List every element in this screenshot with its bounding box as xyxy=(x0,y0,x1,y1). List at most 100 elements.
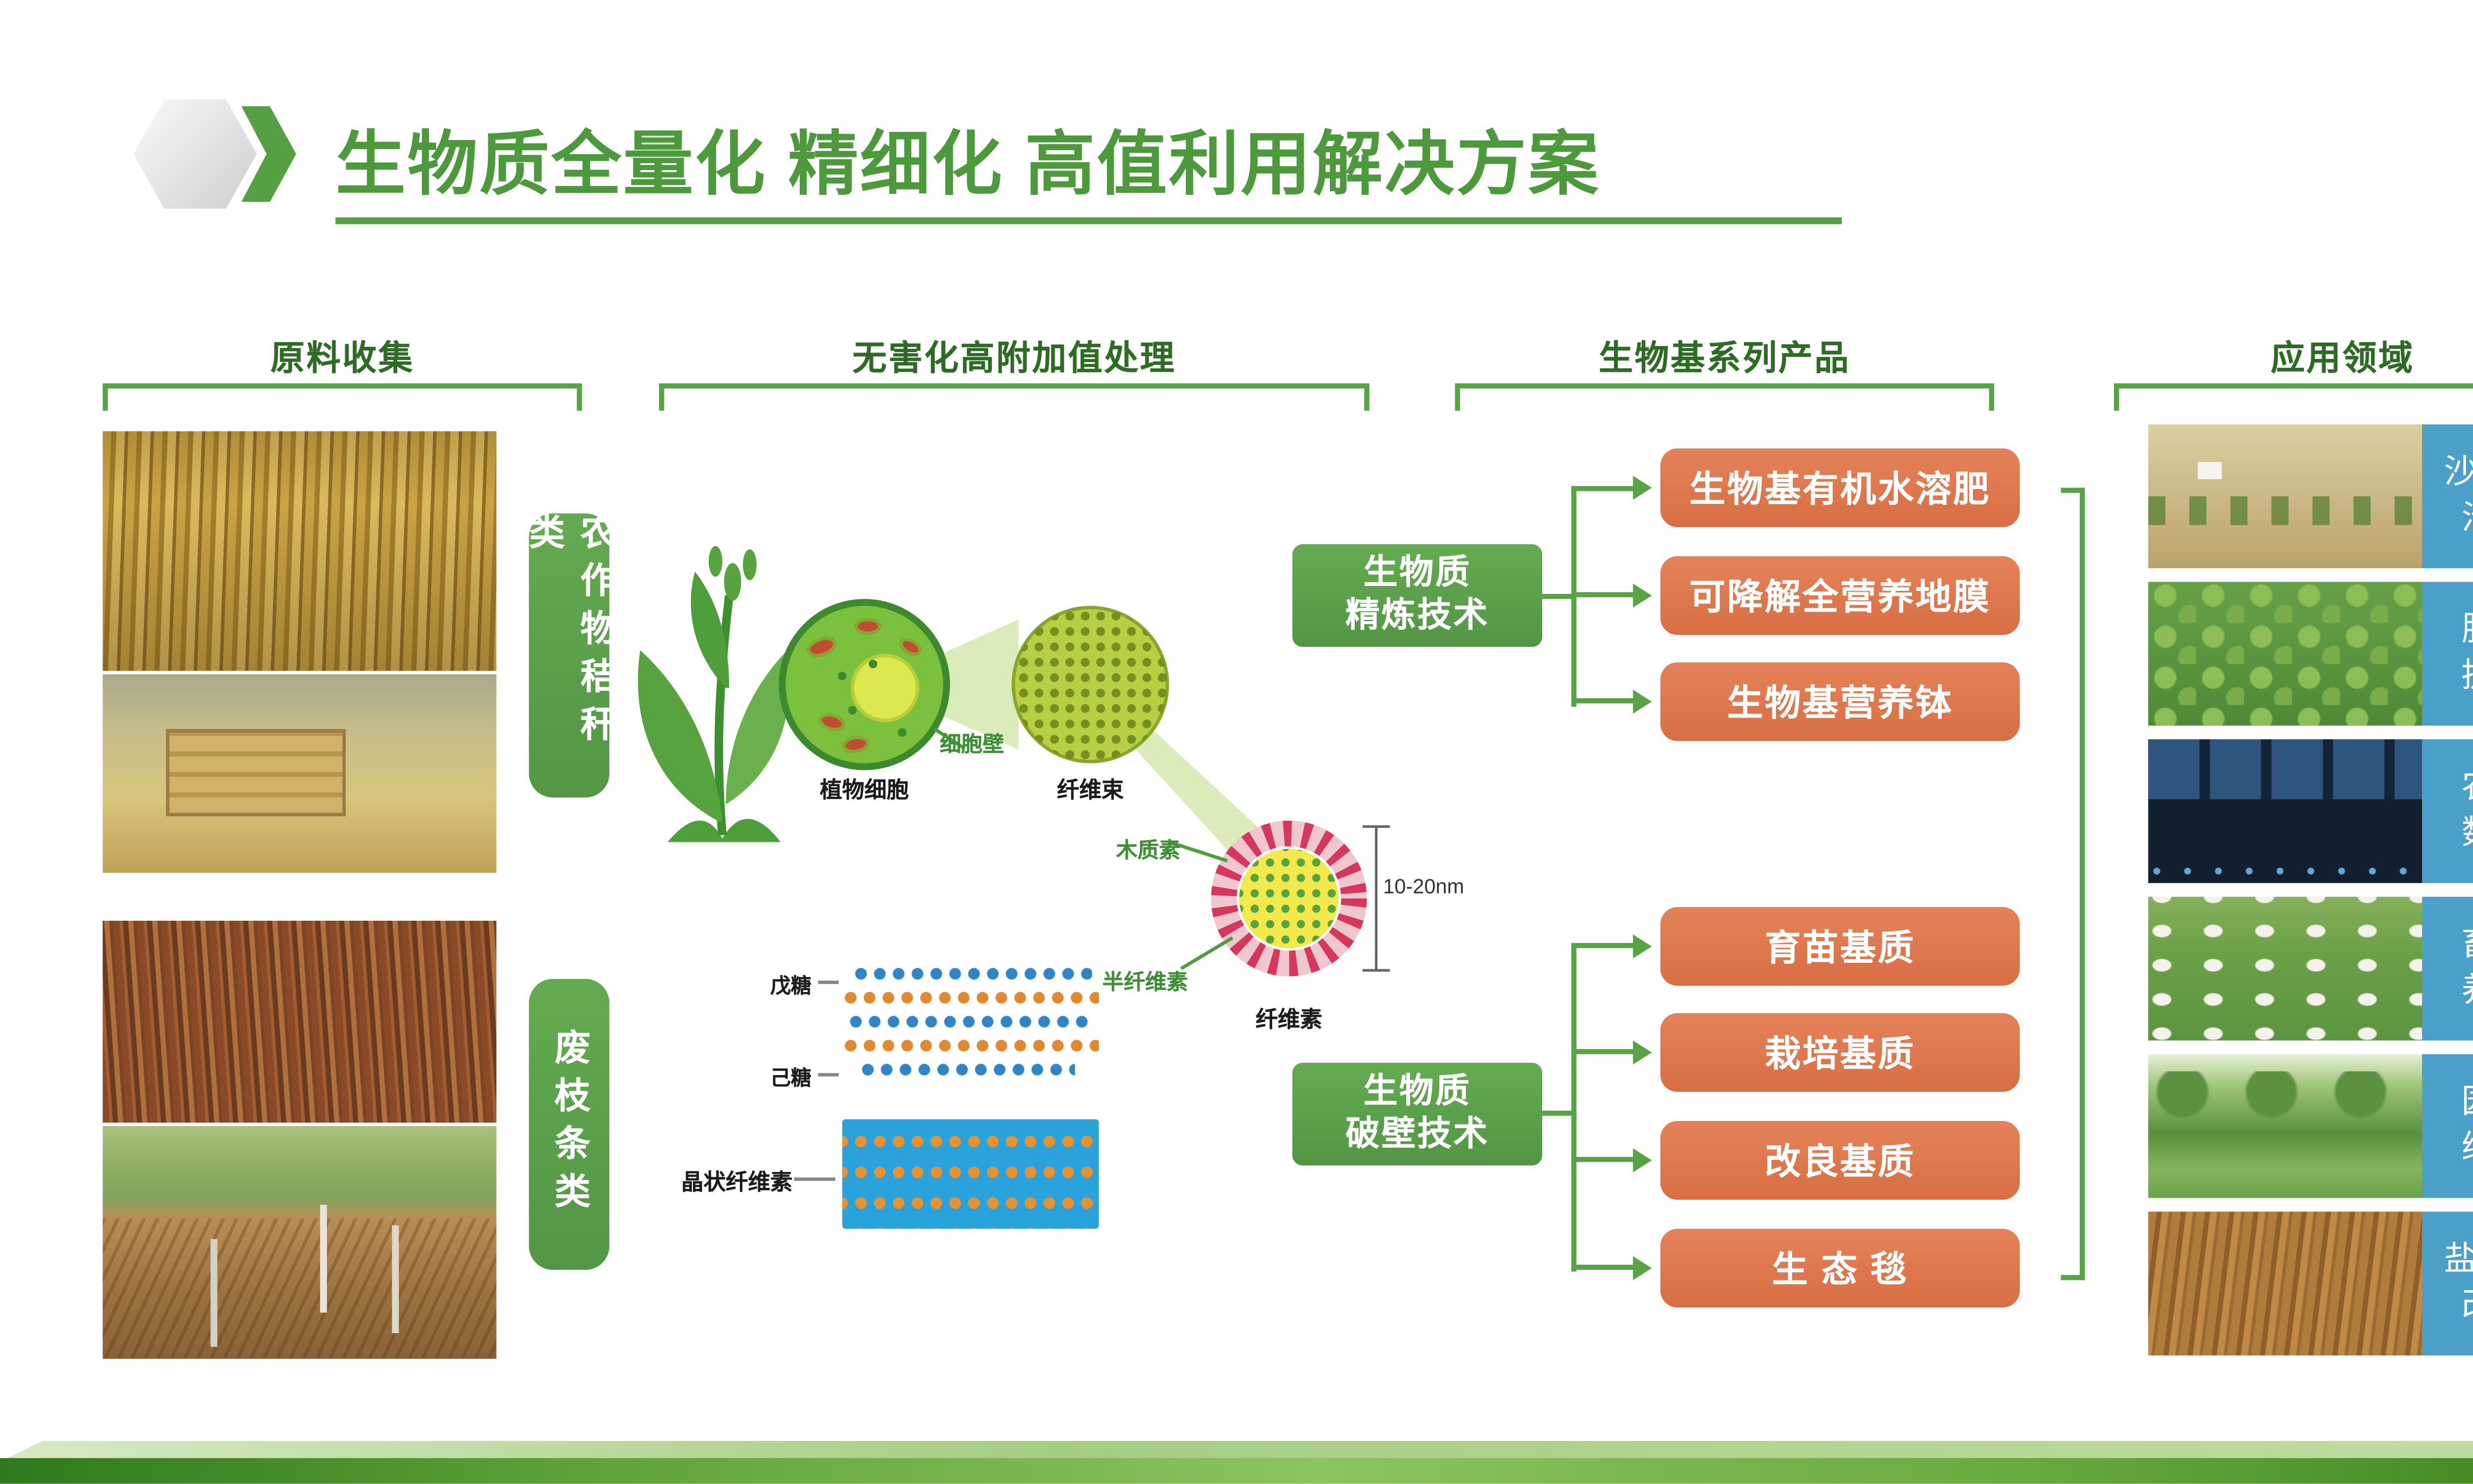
application-label-line1: 农业 xyxy=(2462,764,2473,811)
application-row-agridata: 农业 数据 xyxy=(2148,739,2473,883)
label-crop-straw-category: 农作物秸秆类 xyxy=(525,513,615,798)
application-label-line1: 盐碱地 xyxy=(2444,1237,2473,1283)
application-label-line2: 绿化 xyxy=(2462,1126,2473,1172)
connector-line xyxy=(1571,1264,1637,1270)
label-diameter: 10-20nm xyxy=(1383,874,1465,899)
tech-wall-breaking-line2: 破壁技术 xyxy=(1345,1116,1489,1154)
arrowhead-icon xyxy=(1633,584,1652,608)
application-label-line2: 提升 xyxy=(2462,654,2473,700)
connector-line xyxy=(1571,1049,1637,1054)
arrowhead-icon xyxy=(1633,476,1652,500)
connector-line xyxy=(2079,488,2085,1280)
pointer-crystalline xyxy=(794,1177,835,1181)
application-label-line2: 改良 xyxy=(2462,1284,2473,1330)
photo-waste-branches xyxy=(102,920,497,1123)
cellulose-illustration xyxy=(1168,820,1390,977)
application-row-saline-soil: 盐碱地 改良 xyxy=(2148,1212,2473,1355)
arrowhead-icon xyxy=(1633,689,1652,714)
arrowhead-icon xyxy=(1633,1040,1652,1065)
application-row-livestock: 畜牧 养殖 xyxy=(2148,897,2473,1041)
application-label: 园林 绿化 xyxy=(2422,1054,2473,1198)
connector-line xyxy=(2061,488,2085,493)
product-seedling-substrate: 育苗基质 xyxy=(1660,907,2020,986)
tech-box-refining: 生物质 精炼技术 xyxy=(1292,544,1543,647)
title-underline xyxy=(335,217,1842,225)
connector-line xyxy=(1571,592,1637,597)
photo-straw-bales xyxy=(102,674,497,873)
tech-box-wall-breaking: 生物质 破壁技术 xyxy=(1292,1063,1543,1166)
tech-refining-line2: 精炼技术 xyxy=(1345,597,1489,635)
arrowhead-icon xyxy=(1633,934,1652,959)
application-label: 农业 数据 xyxy=(2422,739,2473,883)
application-label-line1: 肥力 xyxy=(2462,607,2473,654)
application-row-landscaping: 园林 绿化 xyxy=(2148,1054,2473,1198)
photo-agriculture-data xyxy=(2148,739,2423,883)
arrowhead-icon xyxy=(1633,1148,1652,1172)
page-title: 生物质全量化 精细化 高值利用解决方案 xyxy=(335,125,1601,204)
beam-fiber-to-cellulose xyxy=(1126,729,1267,859)
application-label-line1: 畜牧 xyxy=(2462,922,2473,968)
beam-cell-to-fiber xyxy=(941,619,1019,750)
connector-line xyxy=(1571,1157,1637,1162)
application-label-line2: 养殖 xyxy=(2462,969,2473,1015)
hexagon-icon xyxy=(133,99,257,209)
label-crystalline-cellulose: 晶状纤维素 xyxy=(681,1169,793,1195)
product-water-soluble-fertilizer: 生物基有机水溶肥 xyxy=(1660,448,2020,527)
plant-cell-illustration xyxy=(779,599,965,770)
fiber-bundle-illustration xyxy=(1011,606,1169,764)
bracket-products xyxy=(1455,383,1994,411)
crystalline-cellulose-diagram xyxy=(842,1119,1099,1229)
connector-line xyxy=(2061,1275,2085,1280)
label-plant-cell: 植物细胞 xyxy=(820,777,909,803)
connector-line xyxy=(1542,593,1577,599)
application-label: 肥力 提升 xyxy=(2422,582,2473,726)
section-title-applications: 应用领域 xyxy=(2270,340,2415,378)
process-diagram xyxy=(638,545,1390,977)
sugar-chain-diagram xyxy=(842,965,1102,1085)
pointer-pentose xyxy=(818,981,839,984)
connector-line xyxy=(1571,698,1637,704)
connector-line xyxy=(1542,1111,1577,1116)
application-row-desert: 沙漠化 治理 xyxy=(2148,424,2473,568)
photo-vineyard-branches xyxy=(102,1126,497,1359)
photo-livestock-breeding xyxy=(2148,897,2423,1041)
label-hemicellulose: 半纤维素 xyxy=(1102,970,1188,994)
application-label: 盐碱地 改良 xyxy=(2422,1212,2473,1355)
product-cultivation-substrate: 栽培基质 xyxy=(1660,1013,2020,1092)
tech-refining-line1: 生物质 xyxy=(1363,554,1471,592)
bracket-processing xyxy=(659,383,1370,411)
photo-landscape-greening xyxy=(2148,1054,2423,1198)
bracket-collection xyxy=(102,383,582,411)
arrowhead-icon xyxy=(1633,1256,1652,1280)
product-nutrient-bowl: 生物基营养钵 xyxy=(1660,662,2020,741)
product-ecological-blanket: 生 态 毯 xyxy=(1660,1228,2020,1308)
product-degradable-mulch-film: 可降解全营养地膜 xyxy=(1660,556,2020,635)
product-improvement-substrate: 改良基质 xyxy=(1660,1121,2020,1200)
label-lignin: 木质素 xyxy=(1116,838,1181,863)
application-label: 沙漠化 治理 xyxy=(2422,424,2473,568)
photo-desertification-control xyxy=(2148,424,2423,568)
application-label-line2: 治理 xyxy=(2462,496,2473,543)
application-label-line1: 园林 xyxy=(2462,1079,2473,1126)
photo-fertility-improvement xyxy=(2148,582,2423,726)
label-hexose: 己糖 xyxy=(770,1066,812,1090)
label-cell-wall: 细胞壁 xyxy=(939,732,1004,757)
label-cellulose: 纤维素 xyxy=(1255,1006,1323,1032)
connector-line xyxy=(1571,943,1637,948)
tech-wall-breaking-line1: 生物质 xyxy=(1363,1073,1471,1111)
label-pentose: 戊糖 xyxy=(770,974,812,998)
footer-band-dark xyxy=(0,1458,2473,1484)
application-label: 畜牧 养殖 xyxy=(2422,897,2473,1041)
plant-illustration xyxy=(638,545,790,842)
photo-saline-alkali-improvement xyxy=(2148,1212,2423,1355)
bracket-applications xyxy=(2114,383,2473,411)
connector-line xyxy=(1571,486,1637,492)
section-title-processing: 无害化高附加值处理 xyxy=(852,340,1176,378)
application-label-line2: 数据 xyxy=(2462,811,2473,857)
photo-corn-stalks xyxy=(102,431,497,671)
section-title-products: 生物基系列产品 xyxy=(1599,340,1851,378)
label-fiber-bundle: 纤维束 xyxy=(1056,777,1124,803)
section-title-collection: 原料收集 xyxy=(270,340,414,378)
pointer-hexose xyxy=(818,1073,839,1077)
